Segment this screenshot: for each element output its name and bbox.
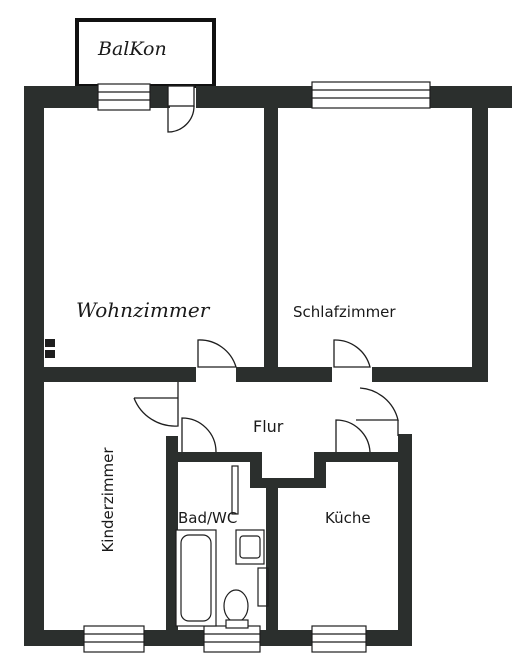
windows xyxy=(83,81,431,653)
doors xyxy=(133,85,399,453)
bedroom-label: Schlafzimmer xyxy=(293,303,396,321)
walls xyxy=(24,86,512,646)
kitchen-label: Küche xyxy=(325,509,371,527)
kids-room-label: Kinderzimmer xyxy=(99,447,117,553)
kitchen-counter xyxy=(257,567,269,607)
living-room-label: Wohnzimmer xyxy=(76,298,210,322)
bathroom-fixtures xyxy=(175,465,265,629)
bathroom-label: Bad/WC xyxy=(178,509,238,527)
switch-icon xyxy=(45,339,55,358)
balcony-label: BalKon xyxy=(98,38,167,60)
hallway-label: Flur xyxy=(253,417,284,436)
